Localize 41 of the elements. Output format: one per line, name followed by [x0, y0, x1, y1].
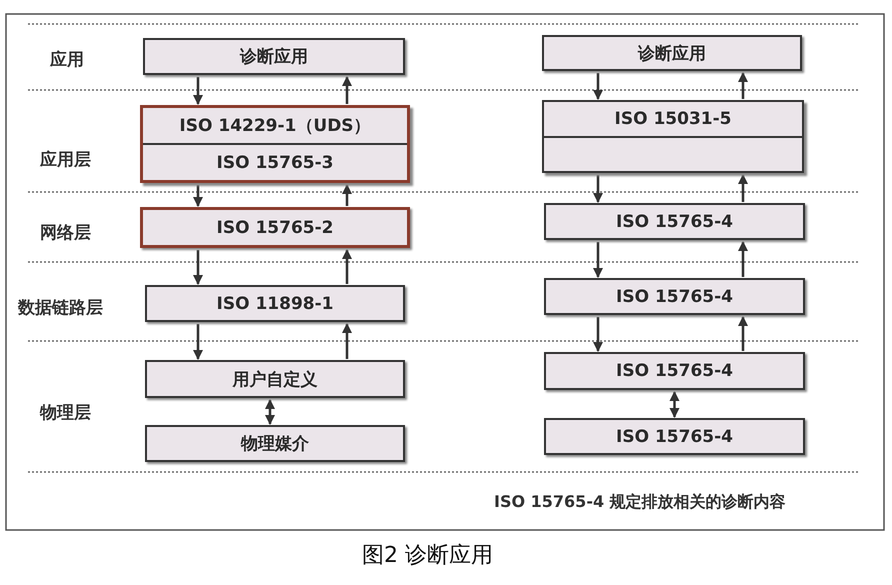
protocol-box: ISO 11898-1	[145, 285, 405, 322]
arrow	[738, 241, 748, 277]
protocol-box: ISO 15765-4	[544, 203, 805, 240]
arrow	[193, 185, 203, 207]
protocol-box	[544, 138, 802, 171]
protocol-box: 诊断应用	[143, 38, 405, 75]
layer-label: 数据链路层	[18, 297, 103, 319]
layer-label: 网络层	[40, 222, 91, 244]
layer-box	[140, 105, 410, 183]
arrow	[593, 73, 603, 100]
protocol-box: ISO 15765-4	[544, 352, 805, 390]
arrow	[193, 77, 203, 105]
layer-box	[542, 100, 804, 173]
protocol-box: 物理媒介	[145, 425, 405, 462]
protocol-box: ISO 15765-4	[544, 418, 805, 455]
arrow	[593, 242, 603, 278]
protocol-box: 诊断应用	[542, 35, 802, 71]
protocol-box: 用户自定义	[145, 360, 405, 398]
layer-label: 应用层	[40, 149, 91, 171]
arrow	[593, 317, 603, 352]
protocol-box: ISO 15765-3	[143, 145, 407, 180]
arrow	[738, 174, 748, 202]
protocol-box: ISO 14229-1（UDS）	[143, 108, 407, 145]
arrow	[193, 324, 203, 360]
arrow	[265, 399, 275, 425]
arrow	[738, 72, 748, 99]
layer-label: 物理层	[40, 402, 91, 424]
note-text: ISO 15765-4 规定排放相关的诊断内容	[494, 492, 786, 513]
protocol-box: ISO 15765-4	[544, 278, 805, 315]
arrow	[342, 249, 352, 284]
arrow	[670, 391, 680, 418]
arrow	[193, 250, 203, 285]
layer-label: 应用	[50, 49, 84, 71]
arrow	[593, 175, 603, 203]
arrow	[342, 76, 352, 104]
arrow	[342, 184, 352, 206]
protocol-box: ISO 15031-5	[544, 102, 802, 138]
arrow	[342, 323, 352, 359]
arrow	[738, 316, 748, 351]
caption: 图2 诊断应用	[362, 542, 493, 570]
protocol-box: ISO 15765-2	[140, 207, 410, 248]
